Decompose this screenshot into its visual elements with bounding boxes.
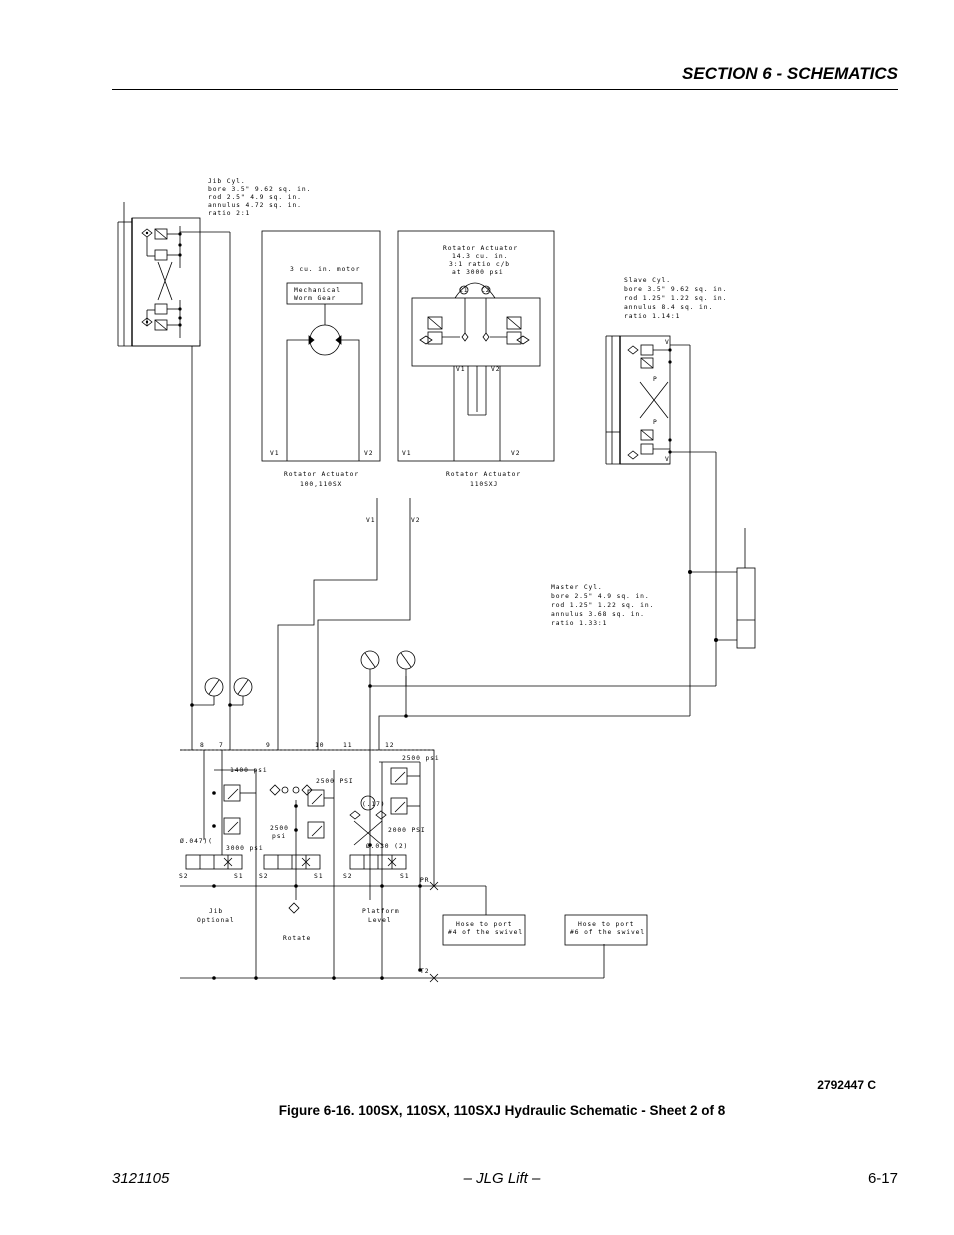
master-cyl-line-2: bore 2.5" 4.9 sq. in. (551, 593, 650, 600)
v1-label-100: V1 (270, 450, 279, 457)
relief-2500-b: 2500 PSI (316, 778, 354, 785)
v2-label-line: V2 (411, 517, 420, 524)
pr-label: PR (420, 877, 429, 884)
relief-3000: 3000 psi (226, 845, 264, 852)
v2-label-sxj: V2 (511, 450, 520, 457)
s1-label-level: S1 (400, 873, 409, 880)
v1-label-sxj: V1 (402, 450, 411, 457)
v1-label-inner: V1 (456, 366, 465, 373)
port-12: 12 (385, 742, 394, 749)
footer-page-number: 6-17 (867, 1170, 898, 1187)
jib-optional-line-2: Optional (197, 917, 235, 924)
rotator-sxj-line-4: at 3000 psi (452, 269, 504, 276)
jib-optional-line-1: Jib (209, 908, 223, 915)
rotator-sxj-bottom-line-1: Rotator Actuator (446, 471, 521, 478)
orifice-047: Ø.047)( (180, 837, 213, 845)
rotator-sxj-line-2: 14.3 cu. in. (452, 253, 508, 260)
rotator-sxj-line-3: 3:1 ratio c/b (449, 261, 510, 268)
s1-label-jib: S1 (234, 873, 243, 880)
worm-gear-line-1: Mechanical (294, 287, 341, 294)
rotator-100-line-2: 100,110SX (300, 481, 342, 488)
hose6-line-2: #6 of the swivel (570, 929, 645, 936)
platform-level-line-1: Platform (362, 908, 400, 915)
rotator-100-line-1: Rotator Actuator (284, 471, 359, 478)
relief-1400: 1400 psi (230, 767, 268, 774)
master-cyl-line-5: ratio 1.33:1 (551, 620, 607, 627)
drawing-number: 2792447 C (817, 1078, 876, 1092)
relief-2000: 2000 PSI (388, 827, 426, 834)
s2-label-level: S2 (343, 873, 352, 880)
t2-label: T2 (420, 968, 429, 975)
jib-cyl-line-4: annulus 4.72 sq. in. (208, 202, 302, 209)
section-title: SECTION 6 - SCHEMATICS (682, 64, 898, 83)
c1-label: C1 (459, 287, 468, 294)
jib-cyl-line-2: bore 3.5" 9.62 sq. in. (208, 186, 311, 193)
jib-cyl-line-1: Jib Cyl. (208, 178, 246, 185)
figure-caption: Figure 6-16. 100SX, 110SX, 110SXJ Hydrau… (278, 1103, 726, 1118)
s2-label-jib: S2 (179, 873, 188, 880)
master-cyl-line-4: annulus 3.68 sq. in. (551, 611, 645, 618)
rotator-sxj-line-1: Rotator Actuator (443, 245, 518, 252)
hose4-line-2: #4 of the swivel (448, 929, 523, 936)
slave-valve-v-bottom: V (665, 456, 670, 463)
orifice-030: Ø.030 (2) (366, 842, 408, 850)
restrictor-label: (.17) (362, 801, 385, 808)
relief-2500-a: 2500 psi (402, 755, 440, 762)
rotator-sxj-bottom-line-2: 110SXJ (470, 481, 498, 488)
s1-label-rotate: S1 (314, 873, 323, 880)
port-11: 11 (343, 742, 352, 749)
platform-level-line-2: Level (368, 917, 391, 924)
v1-label-line: V1 (366, 517, 375, 524)
v2-label-inner: V2 (491, 366, 500, 373)
header-rule (112, 89, 898, 90)
worm-gear-line-2: Worm Gear (294, 295, 336, 302)
motor-label: 3 cu. in. motor (290, 266, 360, 273)
jib-cylinder-block (117, 202, 230, 347)
slave-cyl-line-3: rod 1.25" 1.22 sq. in. (624, 295, 727, 302)
footer-publisher: – JLG Lift – (463, 1170, 541, 1187)
s2-label-rotate: S2 (259, 873, 268, 880)
port-9: 9 (266, 742, 271, 749)
slave-valve-p-bottom: P (653, 419, 658, 426)
slave-cyl-line-2: bore 3.5" 9.62 sq. in. (624, 286, 727, 293)
port-7: 7 (219, 742, 224, 749)
master-cyl-line-1: Master Cyl. (551, 584, 603, 591)
relief-psi-unit: psi (272, 833, 286, 840)
rotate-label: Rotate (283, 935, 311, 942)
slave-cyl-line-5: ratio 1.14:1 (624, 313, 680, 320)
footer-doc-number: 3121105 (112, 1170, 170, 1187)
port-8: 8 (200, 742, 205, 749)
jib-cyl-line-5: ratio 2:1 (208, 210, 250, 217)
master-cyl-line-3: rod 1.25" 1.22 sq. in. (551, 602, 654, 609)
spool-valves (185, 854, 407, 870)
v2-label-100: V2 (364, 450, 373, 457)
jib-cyl-line-3: rod 2.5" 4.9 sq. in. (208, 194, 302, 201)
slave-cyl-line-1: Slave Cyl. (624, 277, 671, 284)
hose6-line-1: Hose to port (578, 921, 634, 928)
port-10: 10 (315, 742, 324, 749)
slave-valve-v-top: V (665, 339, 670, 346)
c2-label: C2 (481, 287, 490, 294)
relief-2500-c: 2500 (270, 825, 289, 832)
slave-cyl-line-4: annulus 8.4 sq. in. (624, 304, 713, 311)
slave-valve-p-top: P (653, 376, 658, 383)
hose4-line-1: Hose to port (456, 921, 512, 928)
